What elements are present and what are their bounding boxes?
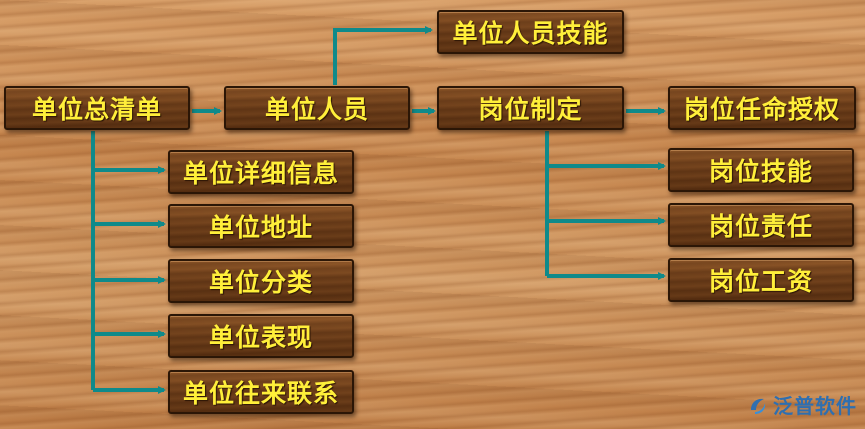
node-label: 单位分类 <box>208 268 313 297</box>
node-post-salary[interactable]: 岗位工资 <box>668 258 854 302</box>
node-label: 岗位技能 <box>708 157 813 186</box>
node-unit-personnel[interactable]: 单位人员 <box>224 86 410 130</box>
node-post-authorization[interactable]: 岗位任命授权 <box>668 86 856 130</box>
node-label: 单位详细信息 <box>182 159 339 188</box>
node-unit-personnel-skills[interactable]: 单位人员技能 <box>437 10 624 54</box>
node-unit-contacts[interactable]: 单位往来联系 <box>168 370 354 414</box>
node-label: 岗位责任 <box>708 212 813 241</box>
node-label: 单位往来联系 <box>182 379 339 408</box>
node-label: 岗位任命授权 <box>683 95 840 124</box>
node-label: 单位表现 <box>208 323 313 352</box>
node-label: 岗位工资 <box>708 267 813 296</box>
watermark-text: 泛普软件 <box>773 394 857 418</box>
node-label: 岗位制定 <box>478 95 583 124</box>
node-unit-summary[interactable]: 单位总清单 <box>4 86 190 130</box>
node-post-duty[interactable]: 岗位责任 <box>668 203 854 247</box>
node-label: 单位人员 <box>264 95 369 124</box>
node-unit-category[interactable]: 单位分类 <box>168 259 354 303</box>
watermark: 泛普软件 <box>747 390 857 419</box>
node-unit-address[interactable]: 单位地址 <box>168 204 354 248</box>
node-label: 单位总清单 <box>31 95 162 124</box>
node-label: 单位人员技能 <box>452 19 609 48</box>
node-unit-detail-info[interactable]: 单位详细信息 <box>168 150 354 194</box>
node-post-setting[interactable]: 岗位制定 <box>437 86 624 130</box>
node-label: 单位地址 <box>208 213 313 242</box>
fanpu-logo-icon <box>751 398 766 414</box>
node-post-skills[interactable]: 岗位技能 <box>668 148 854 192</box>
node-unit-performance[interactable]: 单位表现 <box>168 314 354 358</box>
